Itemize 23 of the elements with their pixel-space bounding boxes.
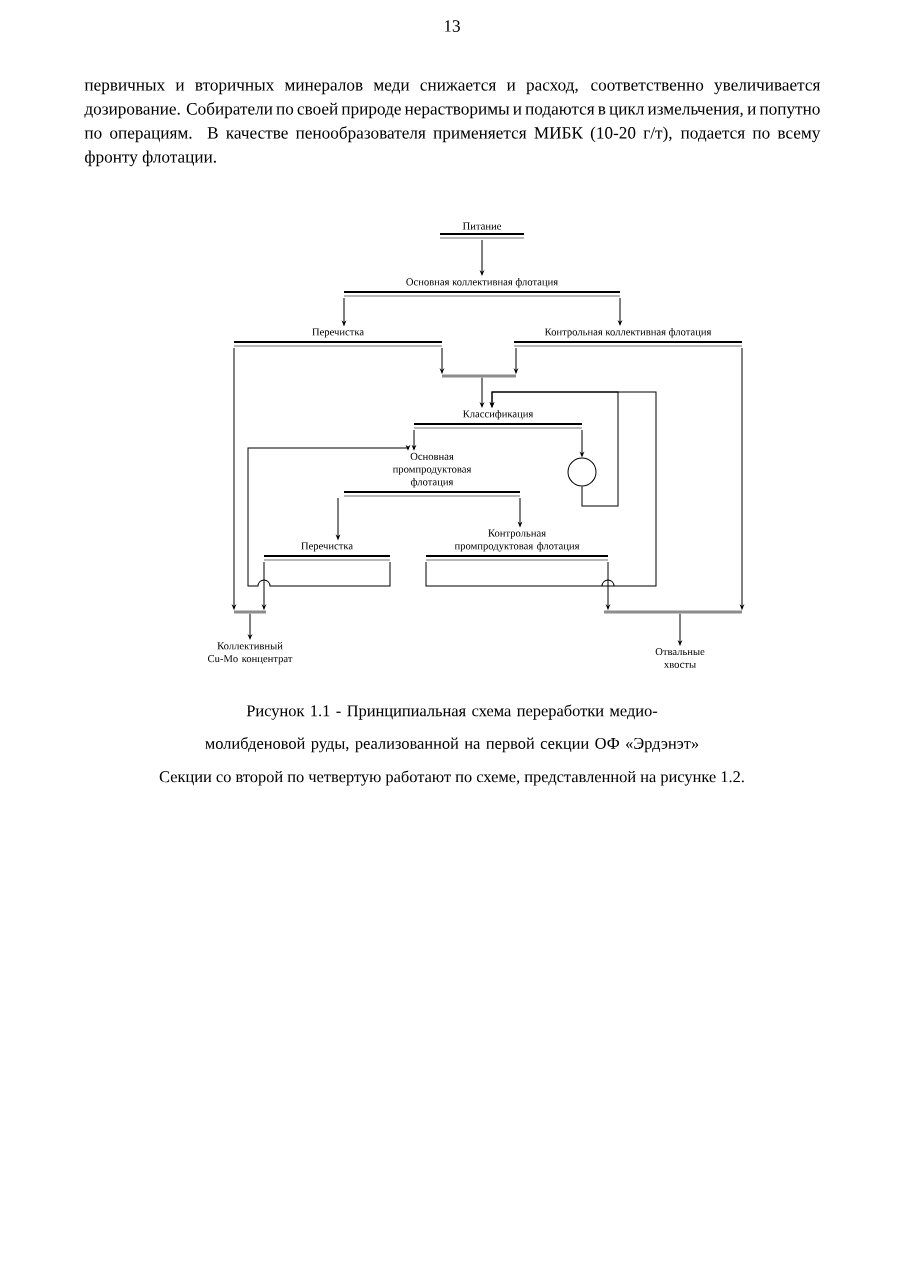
page-number: 13 (444, 20, 460, 32)
arrow (336, 497, 340, 540)
arrow (248, 613, 252, 640)
arrow (580, 429, 584, 457)
paragraph: первичных и вторичных минералов меди снижается и расход, соответственно увеличивается дозирование. Собиратели по своей природе нерастворимы и подаются в цикл измельчения, и попутно по операциям. В качестве пенообразователя применяется МИБК (10-20 г/т), подается по всему фронту флотации. (84, 82, 821, 167)
arrow (342, 297, 346, 326)
arrow (606, 561, 610, 610)
mill-circle (567, 457, 597, 487)
arrow (412, 429, 416, 450)
arrow (480, 239, 484, 276)
figure-caption: Рисунок 1.1 - Принципиальная схема переработки медио-молибденовой руды, реализованной на первой секции ОФ «Эрдэнэт» (205, 704, 699, 753)
arrow (618, 297, 622, 326)
arrow (247, 445, 410, 587)
arrow (514, 347, 518, 374)
arrow (480, 377, 484, 408)
arrow (518, 497, 522, 527)
arrow (678, 613, 682, 646)
arrow (740, 347, 744, 610)
arrow (440, 347, 444, 374)
arrow (425, 391, 657, 587)
text-line: Секции со второй по четвертую работают по схеме, представленной на рисунке 1.2. (159, 770, 744, 786)
arrow (232, 347, 236, 610)
arrow (262, 561, 266, 610)
